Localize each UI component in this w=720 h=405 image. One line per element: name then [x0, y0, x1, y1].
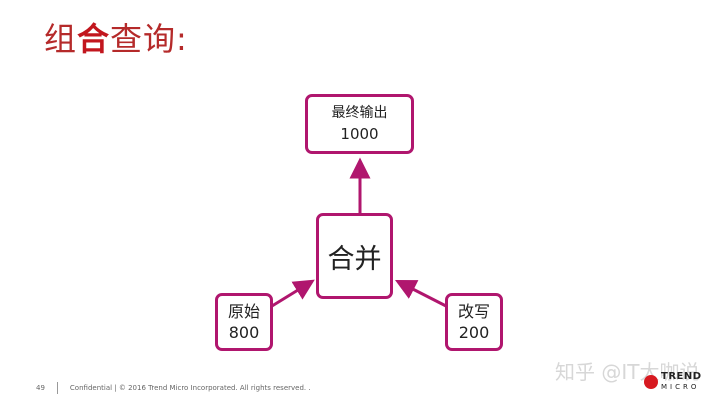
- node-original: 原始 800: [215, 293, 273, 351]
- node-rewrite: 改写 200: [445, 293, 503, 351]
- footer-text: Confidential | © 2016 Trend Micro Incorp…: [69, 384, 311, 392]
- brand-wordmark: TREND MICRO: [661, 372, 702, 392]
- footer-divider: [56, 382, 58, 394]
- title-prefix: 组: [44, 20, 78, 58]
- node-original-label: 原始: [227, 302, 260, 321]
- node-final-output: 最终输出 1000: [305, 94, 414, 154]
- node-original-value: 800: [228, 323, 260, 342]
- node-merge-label: 合并: [327, 243, 382, 275]
- edge-left-to-center: [271, 279, 315, 308]
- brand-line-1: TREND: [661, 371, 702, 382]
- page-number: 49: [36, 384, 45, 392]
- brand-line-2: MICRO: [661, 383, 700, 391]
- title-suffix: 查询:: [110, 20, 188, 58]
- title-accent: 合: [77, 20, 111, 58]
- node-rewrite-value: 200: [458, 323, 490, 342]
- node-final-output-label: 最终输出: [331, 105, 388, 121]
- node-final-output-value: 1000: [340, 125, 379, 143]
- watermark: 知乎 @IT大咖说: [555, 360, 700, 384]
- brand-logo: TREND MICRO: [644, 372, 702, 392]
- slide-title: 组合查询:: [44, 14, 188, 60]
- edge-right-to-center: [394, 279, 447, 308]
- node-rewrite-label: 改写: [457, 302, 490, 321]
- node-merge: 合并: [316, 213, 393, 299]
- brand-logo-icon: [644, 375, 658, 389]
- slide-footer: 49 Confidential | © 2016 Trend Micro Inc…: [36, 382, 311, 394]
